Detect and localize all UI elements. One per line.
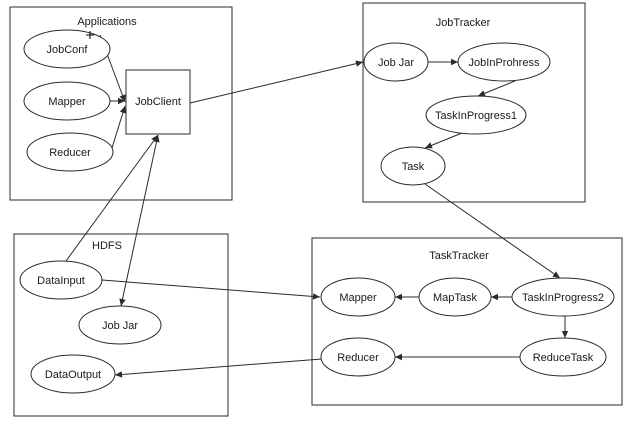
node-taskinprogress2: TaskInProgress2 xyxy=(511,277,615,317)
task-label: Task xyxy=(402,161,425,173)
datainput-label: DataInput xyxy=(37,275,85,287)
edge-jobconf-to-jobclient-arrowhead xyxy=(119,94,126,102)
edge-taskinprogress2-to-reducetask-arrowhead xyxy=(561,331,569,338)
hdfs-title: HDFS xyxy=(92,240,122,252)
reducer-tt-label: Reducer xyxy=(337,352,379,364)
node-maptask: MapTask xyxy=(418,277,492,317)
jobtracker-title: JobTracker xyxy=(436,17,491,29)
node-mapper-app: Mapper xyxy=(23,81,111,121)
maptask-ellipse xyxy=(418,277,492,317)
jobinprohress-ellipse xyxy=(457,42,551,82)
edge-jobclient-to-jobjar-hdfs-arrowhead xyxy=(119,298,126,306)
node-task: Task xyxy=(380,146,446,186)
datainput-ellipse xyxy=(19,260,103,300)
edge-jobinprohress-to-taskinprogress1-arrowhead xyxy=(478,90,486,97)
edge-jobclient-to-jobjar-jt-arrowhead xyxy=(355,60,363,67)
edge-jobjar-jt-to-jobinprohress-arrowhead xyxy=(451,58,458,66)
node-jobconf: JobConf xyxy=(23,29,111,69)
maptask-label: MapTask xyxy=(433,292,478,304)
edge-reducetask-to-reducer-tt-arrowhead xyxy=(395,353,402,361)
edge-taskinprogress1-to-task-arrowhead xyxy=(425,142,433,149)
jobjar-jt-ellipse xyxy=(363,42,429,82)
edge-task-to-taskinprogress2 xyxy=(424,183,561,279)
taskinprogress1-ellipse xyxy=(425,95,527,135)
edge-reducer-tt-to-dataoutput xyxy=(114,358,323,376)
crosshair-cursor-icon xyxy=(86,31,94,39)
jobjar-jt-label: Job Jar xyxy=(378,57,414,69)
edge-taskinprogress2-to-maptask-arrowhead xyxy=(491,293,498,301)
node-taskinprogress1: TaskInProgress1 xyxy=(425,95,527,135)
tasktracker-box xyxy=(311,237,623,406)
jobclient-label: JobClient xyxy=(135,96,181,108)
mapper-tt-label: Mapper xyxy=(339,292,377,304)
taskinprogress2-ellipse xyxy=(511,277,615,317)
edges-layer xyxy=(65,34,569,378)
jobclient-rect xyxy=(125,69,191,135)
edge-maptask-to-mapper-tt-arrowhead xyxy=(395,293,402,301)
edge-jobclient-to-jobjar-jt xyxy=(189,61,364,104)
edge-datainput-to-mapper-tt xyxy=(101,279,321,298)
node-jobinprohress: JobInProhress xyxy=(457,42,551,82)
jobjar-hdfs-ellipse xyxy=(78,305,162,345)
node-datainput: DataInput xyxy=(19,260,103,300)
mapper-tt-ellipse xyxy=(320,277,396,317)
reducetask-ellipse xyxy=(519,337,607,377)
jobjar-hdfs-label: Job Jar xyxy=(102,320,138,332)
jobconf-ellipse xyxy=(23,29,111,69)
dataoutput-label: DataOutput xyxy=(45,369,101,381)
reducer-app-ellipse xyxy=(26,132,114,172)
edge-jobclient-to-jobjar-hdfs-arrowhead-start xyxy=(153,135,160,143)
node-reducetask: ReduceTask xyxy=(519,337,607,377)
edge-task-to-taskinprogress2-arrowhead xyxy=(552,271,560,278)
jobconf-label: JobConf xyxy=(47,44,89,56)
reducer-app-label: Reducer xyxy=(49,147,91,159)
reducer-tt-ellipse xyxy=(320,337,396,377)
node-jobjar-hdfs: Job Jar xyxy=(78,305,162,345)
node-reducer-app: Reducer xyxy=(26,132,114,172)
applications-title: Applications xyxy=(77,16,137,28)
edge-datainput-to-mapper-tt-arrowhead xyxy=(312,293,320,300)
tasktracker-title: TaskTracker xyxy=(429,250,489,262)
edge-datainput-to-jobclient xyxy=(65,134,159,262)
node-reducer-tt: Reducer xyxy=(320,337,396,377)
edge-jobclient-to-jobjar-hdfs xyxy=(120,134,159,307)
node-mapper-tt: Mapper xyxy=(320,277,396,317)
edge-reducer-app-to-jobclient xyxy=(111,105,126,149)
mapper-app-ellipse xyxy=(23,81,111,121)
edge-reducer-tt-to-dataoutput-arrowhead xyxy=(115,371,123,378)
edge-reducer-app-to-jobclient-arrowhead xyxy=(119,106,126,114)
node-jobclient: JobClient xyxy=(125,69,191,135)
tasktracker-group: TaskTracker xyxy=(311,237,623,406)
dataoutput-ellipse xyxy=(30,354,116,394)
jobinprohress-label: JobInProhress xyxy=(469,57,540,69)
taskinprogress1-label: TaskInProgress1 xyxy=(435,110,517,122)
reducetask-label: ReduceTask xyxy=(533,352,594,364)
node-dataoutput: DataOutput xyxy=(30,354,116,394)
edge-mapper-app-to-jobclient-arrowhead xyxy=(118,97,125,105)
task-ellipse xyxy=(380,146,446,186)
taskinprogress2-label: TaskInProgress2 xyxy=(522,292,604,304)
node-jobjar-jt: Job Jar xyxy=(363,42,429,82)
mapper-app-label: Mapper xyxy=(48,96,86,108)
